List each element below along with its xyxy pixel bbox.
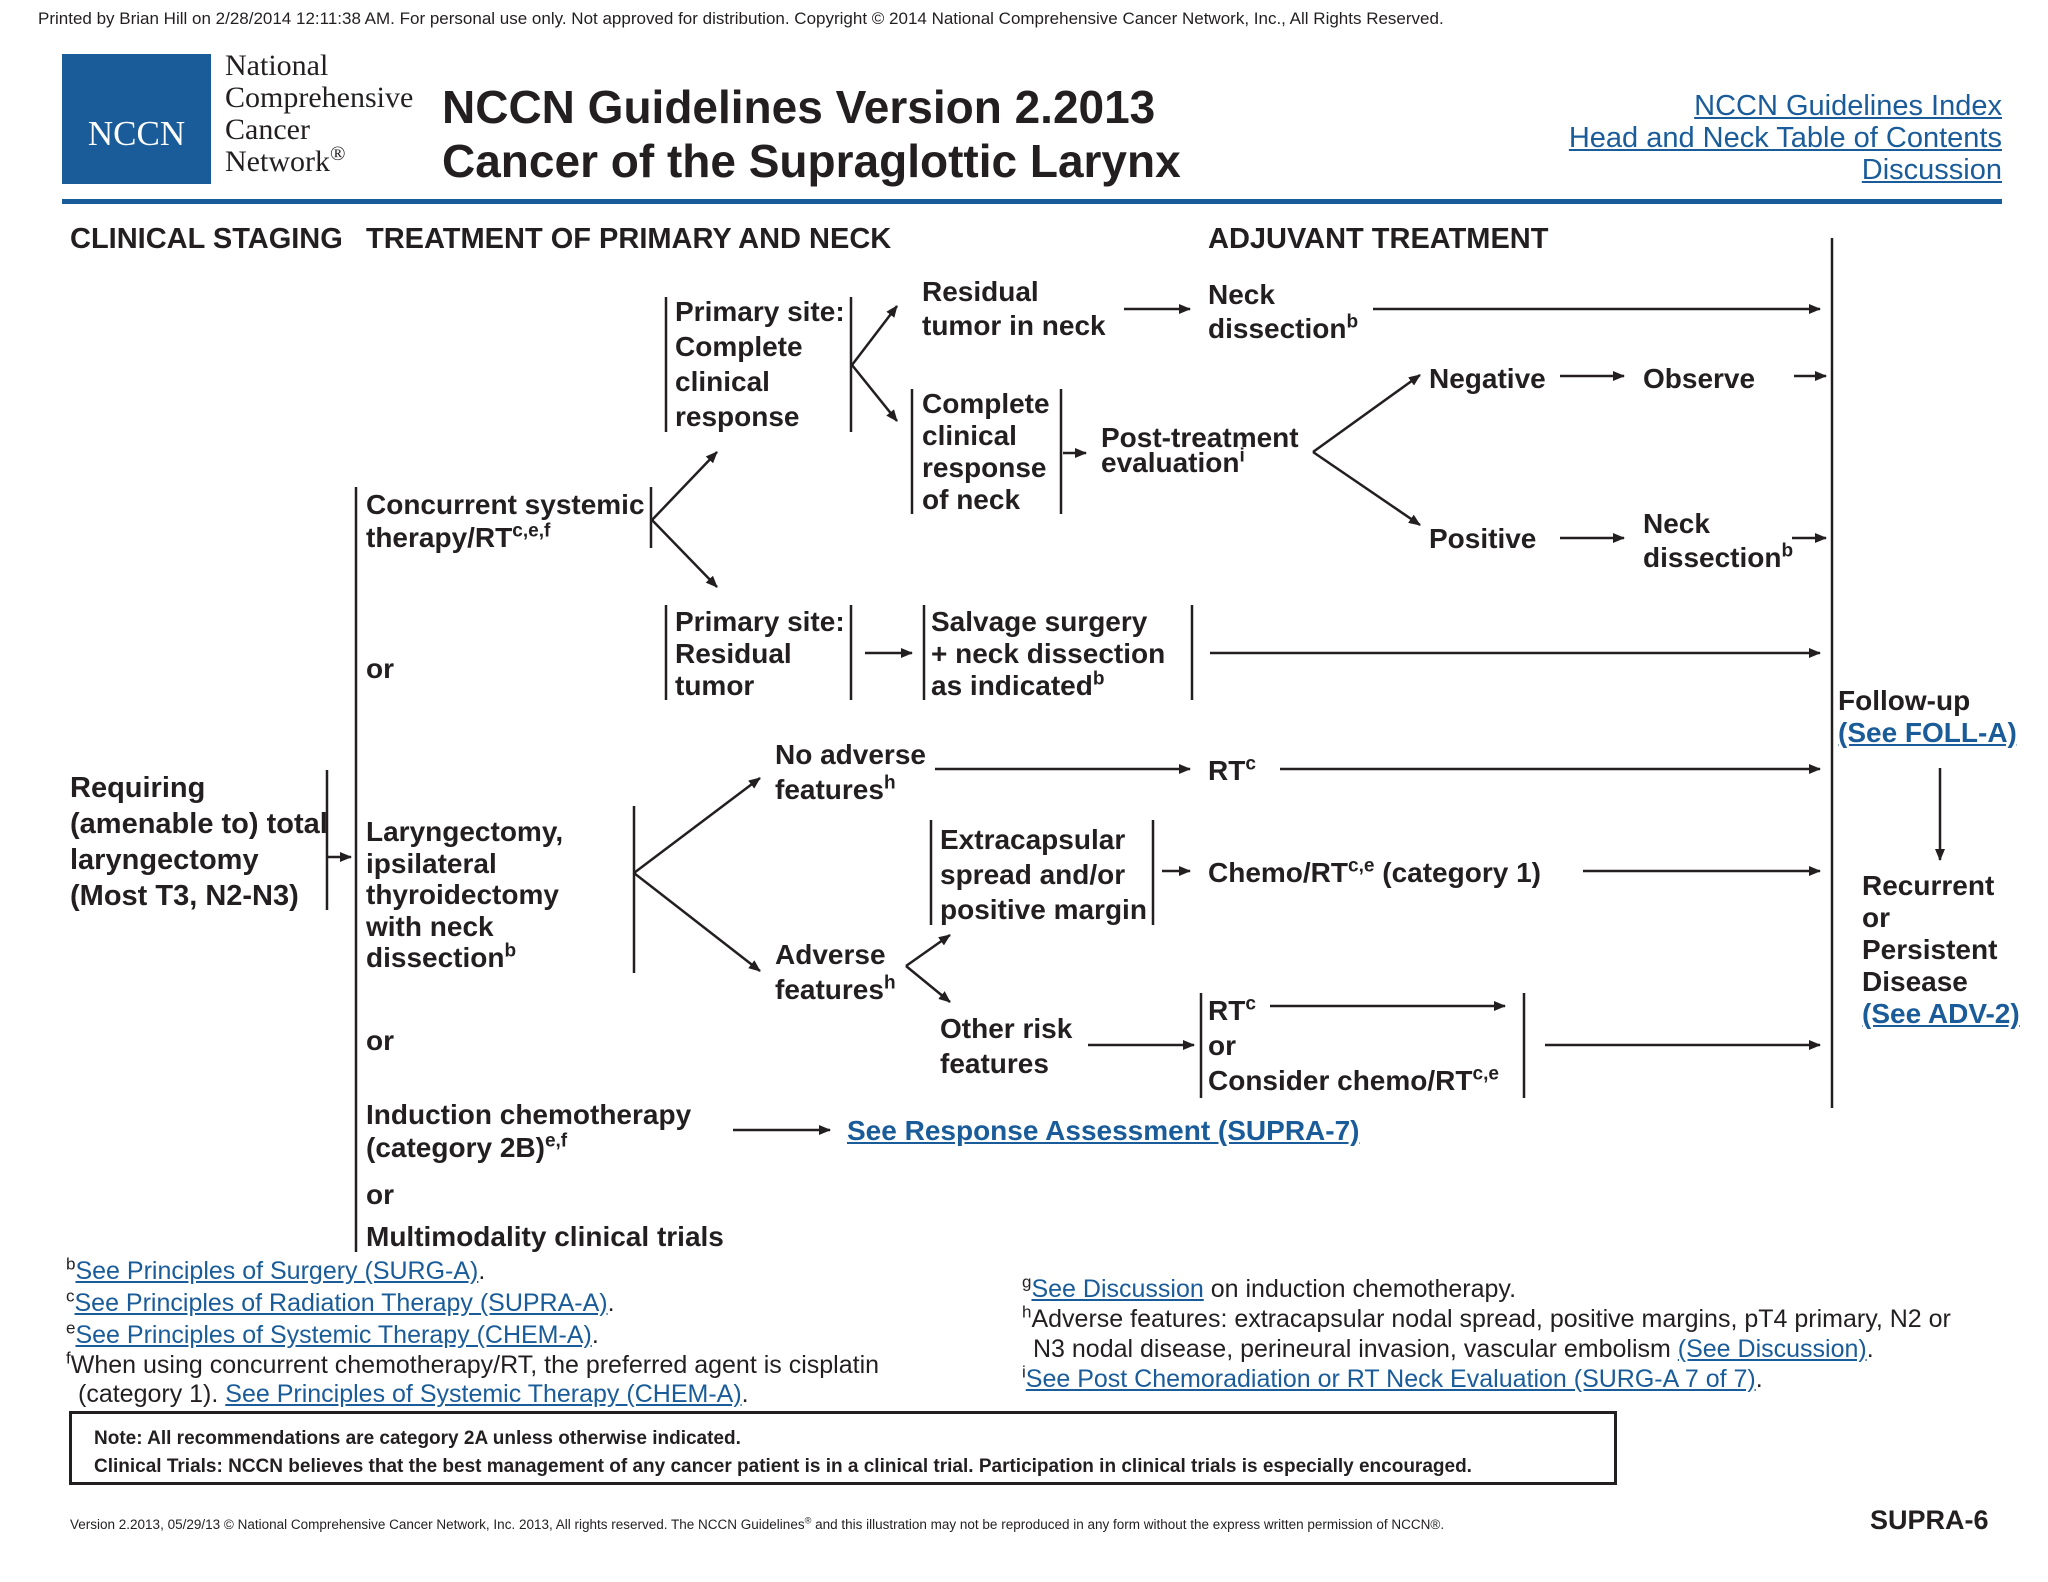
concurrent-to-complete-arrow [651,451,718,521]
footnote-g: gSee Discussion on induction chemotherap… [1022,1272,1517,1303]
adverse-to-other-risk-arrow [905,965,951,1003]
induction-chemotherapy: Induction chemotherapy (category 2B)e,f [366,1099,692,1163]
complete-clinical-response-of-neck: Complete clinical response of neck [922,388,1050,515]
footer-copyright: Version 2.2013, 05/29/13 © National Comp… [70,1515,1445,1532]
chemo-rt-category1-node: Chemo/RTc,e (category 1) [1208,855,1541,888]
extracapsular-spread-node: Extracapsular spread and/or positive mar… [940,824,1147,925]
to-negative-arrow [1312,373,1421,454]
concurrent-systemic-therapy: Concurrent systemic therapy/RTc,e,f [366,489,645,553]
positive-node: Positive [1429,523,1537,554]
logo-wordmark: National Comprehensive Cancer Network® [225,50,413,178]
logo-line-network: Network [225,145,330,178]
negative-node: Negative [1429,363,1546,394]
to-positive-arrow [1312,450,1421,527]
positive-neck-dissection-node: Neck dissectionb [1643,508,1794,573]
neck-dissection-node: Neck dissectionb [1208,279,1359,344]
print-notice: Printed by Brian Hill on 2/28/2014 12:11… [38,9,1444,28]
nccn-logo[interactable]: NCCN [62,54,211,184]
footnote-b: bSee Principles of Surgery (SURG-A). [66,1254,486,1285]
response-assessment-link[interactable]: See Response Assessment (SUPRA-7) [847,1115,1360,1146]
footnote-f: fWhen using concurrent chemotherapy/RT, … [66,1348,880,1408]
other-risk-features-node: Other risk features [940,1013,1073,1079]
column-header-staging: CLINICAL STAGING [70,223,343,255]
page-title: NCCN Guidelines Version 2.2013 Cancer of… [442,80,1181,188]
logo-line-comprehensive: Comprehensive [225,81,414,114]
column-header-adjuvant: ADJUVANT TREATMENT [1208,223,1549,255]
discussion-link[interactable]: Discussion [1861,154,2002,186]
rt-node: RTc [1208,753,1256,786]
table-of-contents-link[interactable]: Head and Neck Table of Contents [1568,122,2002,154]
adverse-to-extracapsular-arrow [905,933,951,968]
to-complete-neck-arrow [851,364,898,422]
logo-line-national: National [225,49,329,82]
or-label-3: or [366,1179,394,1210]
note-box: Note: All recommendations are category 2… [69,1411,1617,1485]
note-category: Note: All recommendations are category 2… [94,1428,741,1449]
see-foll-a-link[interactable]: (See FOLL-A) [1838,717,2017,748]
salvage-surgery-node: Salvage surgery + neck dissection as ind… [931,606,1166,701]
logo-line-cancer: Cancer [225,113,310,146]
guidelines-nav: NCCN Guidelines Index Head and Neck Tabl… [1480,90,2002,186]
staging-requiring-laryngectomy: Requiring (amenable to) total laryngecto… [70,772,328,912]
rt-or-consider-chemo-node: RTc or Consider chemo/RTc,e [1208,993,1499,1096]
see-adv-2-link[interactable]: (See ADV-2) [1862,998,2020,1029]
title-cancer: Cancer of the Supraglottic Larynx [442,135,1181,187]
page-code: SUPRA-6 [1870,1505,1989,1535]
or-label-2: or [366,1025,394,1056]
guidelines-index-link[interactable]: NCCN Guidelines Index [1694,90,2002,122]
footnote-e: eSee Principles of Systemic Therapy (CHE… [66,1318,599,1349]
multimodality-clinical-trials: Multimodality clinical trials [366,1221,724,1252]
residual-tumor-in-neck: Residual tumor in neck [922,276,1106,341]
laryngectomy-option: Laryngectomy, ipsilateral thyroidectomy … [366,816,564,973]
concurrent-to-residual-arrow [651,519,718,588]
logo-abbr: NCCN [87,114,186,153]
to-residual-neck-arrow [851,305,898,366]
title-version: NCCN Guidelines Version 2.2013 [442,81,1156,133]
follow-up-node: Follow-up (See FOLL-A) [1838,685,2017,748]
primary-site-residual-tumor: Primary site: Residual tumor [675,606,845,701]
or-label-1: or [366,653,394,684]
header-rule [62,199,2002,204]
to-no-adverse-arrow [633,777,761,874]
footnote-c: cSee Principles of Radiation Therapy (SU… [66,1286,615,1317]
recurrent-persistent-disease-node: Recurrent or Persistent Disease (See ADV… [1862,870,2020,1029]
footnote-i: iSee Post Chemoradiation or RT Neck Eval… [1022,1362,1763,1393]
footnotes-left: bSee Principles of Surgery (SURG-A). cSe… [66,1255,1026,1409]
no-adverse-features-node: No adverse featuresh [775,739,926,805]
column-header-treatment: TREATMENT OF PRIMARY AND NECK [366,223,892,255]
logo-registered-mark: ® [329,143,346,165]
to-adverse-arrow [633,872,761,972]
note-clinical-trials: Clinical Trials: NCCN believes that the … [94,1456,1472,1477]
observe-node: Observe [1643,363,1756,394]
primary-site-complete-response: Primary site: Complete clinical response [675,296,845,432]
footnote-h: hAdverse features: extracapsular nodal s… [1022,1302,1951,1363]
footnotes-right: gSee Discussion on induction chemotherap… [1022,1274,2012,1394]
post-treatment-evaluation: Post-treatment evaluationi [1101,422,1299,478]
adverse-features-node: Adverse featuresh [775,939,896,1005]
